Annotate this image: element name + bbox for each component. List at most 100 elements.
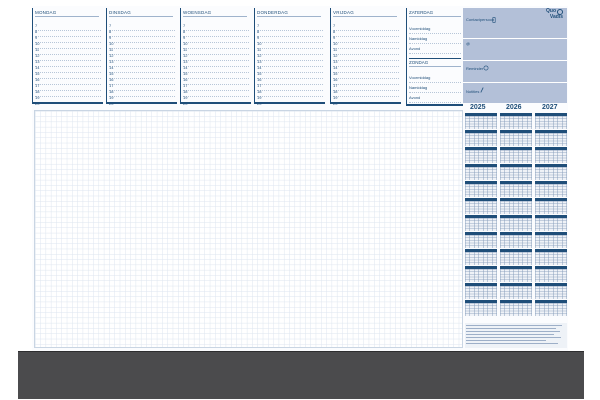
day-date-line <box>333 16 397 17</box>
day-date-line <box>257 16 321 17</box>
month-block <box>465 113 497 129</box>
reminder-label: Reminder <box>466 66 484 71</box>
blotter-edge <box>18 351 584 352</box>
hour-slot: 15 <box>333 70 399 79</box>
month-block <box>535 283 567 299</box>
blotter-base <box>18 351 584 399</box>
holiday-legend <box>465 323 567 348</box>
hour-slot: 12 <box>109 52 175 61</box>
month-block <box>500 130 532 146</box>
day-name: ZATERDAG <box>409 10 434 15</box>
hour-slot: 7 <box>35 22 101 31</box>
hour-slot: 9 <box>35 34 101 43</box>
hour-slot: 8 <box>333 28 399 37</box>
hour-slot: 16 <box>333 76 399 85</box>
day-date-line <box>109 16 173 17</box>
month-block <box>500 249 532 265</box>
day-name: DINSDAG <box>109 10 131 15</box>
day-column-tuesday: DINSDAG 7 8 9 10 11 12 13 14 15 16 17 18… <box>106 8 179 106</box>
hour-slot: 16 <box>257 76 323 85</box>
notes-side-panel: Quo Vadis Contactpersoon @ Reminder Noti… <box>463 8 567 103</box>
hour-slot: 11 <box>183 46 249 55</box>
month-block <box>465 249 497 265</box>
hour-slot: 11 <box>109 46 175 55</box>
hour-slot: 14 <box>183 64 249 73</box>
month-block <box>465 300 497 316</box>
month-block <box>500 181 532 197</box>
month-block <box>465 232 497 248</box>
month-block <box>535 181 567 197</box>
hour-slot: 15 <box>183 70 249 79</box>
legend-text-line <box>466 337 561 339</box>
sunday-block: ZONDAG Voormiddag Namiddag Avond <box>409 58 461 105</box>
legend-text-line <box>466 334 554 336</box>
hour-slot: 9 <box>109 34 175 43</box>
hour-slot: 18 <box>35 88 101 97</box>
day-column-rule <box>107 102 177 104</box>
day-column-monday: MONDAG 7 8 9 10 11 12 13 14 15 16 17 18 … <box>32 8 105 106</box>
month-block <box>465 266 497 282</box>
logo-ring-icon <box>557 9 563 15</box>
day-name: ZONDAG <box>409 60 429 65</box>
calendar-year-column <box>465 113 497 321</box>
hour-slot: 17 <box>109 82 175 91</box>
hour-slot: 12 <box>183 52 249 61</box>
weekend-column: ZATERDAG Voormiddag Namiddag Avond ZONDA… <box>406 8 463 106</box>
email-label: @ <box>466 41 471 46</box>
hour-slot: 13 <box>183 58 249 67</box>
hour-slot: 7 <box>333 22 399 31</box>
day-column-rule <box>255 102 325 104</box>
brand-logo: Quo Vadis <box>543 9 563 20</box>
month-block <box>465 147 497 163</box>
legend-text-line <box>466 328 556 330</box>
hour-slot: 14 <box>35 64 101 73</box>
hour-slot: 11 <box>35 46 101 55</box>
hour-slot: 15 <box>35 70 101 79</box>
hour-slot: 13 <box>35 58 101 67</box>
hour-slot: 7 <box>183 22 249 31</box>
hour-slot: 18 <box>109 88 175 97</box>
bell-icon <box>483 65 489 71</box>
hour-slot: 15 <box>109 70 175 79</box>
hour-slot: 8 <box>109 28 175 37</box>
month-block <box>535 215 567 231</box>
hour-slot: 7 <box>257 22 323 31</box>
day-column-thursday: DONDERDAG 7 8 9 10 11 12 13 14 15 16 17 … <box>254 8 327 106</box>
hour-slot: 8 <box>257 28 323 37</box>
day-part-line: Namiddag <box>409 34 461 44</box>
day-date-line <box>183 16 247 17</box>
month-block <box>500 215 532 231</box>
hour-slot: 10 <box>35 40 101 49</box>
month-block <box>500 300 532 316</box>
day-part-line: Voormiddag <box>409 73 461 83</box>
month-block <box>465 215 497 231</box>
calendar-year-column <box>535 113 567 321</box>
hour-slot: 10 <box>333 40 399 49</box>
hour-slot: 17 <box>257 82 323 91</box>
contact-row: Contactpersoon <box>463 8 567 39</box>
month-block <box>465 181 497 197</box>
phone-icon <box>492 17 496 23</box>
hour-slot: 8 <box>183 28 249 37</box>
hour-slot: 12 <box>257 52 323 61</box>
hour-slot: 13 <box>109 58 175 67</box>
notes-label: Notities <box>466 89 480 94</box>
hour-slot: 10 <box>257 40 323 49</box>
hour-slot: 18 <box>183 88 249 97</box>
month-block <box>465 130 497 146</box>
month-block <box>535 249 567 265</box>
hour-slot: 12 <box>35 52 101 61</box>
hour-slot: 13 <box>257 58 323 67</box>
hour-slot: 10 <box>109 40 175 49</box>
legend-text-line <box>466 340 546 342</box>
month-block <box>500 113 532 129</box>
hour-slot: 17 <box>333 82 399 91</box>
month-block <box>500 232 532 248</box>
day-date-line <box>409 66 461 67</box>
month-block <box>535 300 567 316</box>
week-planner: MONDAG 7 8 9 10 11 12 13 14 15 16 17 18 … <box>32 8 462 106</box>
month-block <box>535 164 567 180</box>
legend-text-line <box>466 331 560 333</box>
day-column-wednesday: WOENSDAG 7 8 9 10 11 12 13 14 15 16 17 1… <box>180 8 253 106</box>
hour-slot: 14 <box>109 64 175 73</box>
